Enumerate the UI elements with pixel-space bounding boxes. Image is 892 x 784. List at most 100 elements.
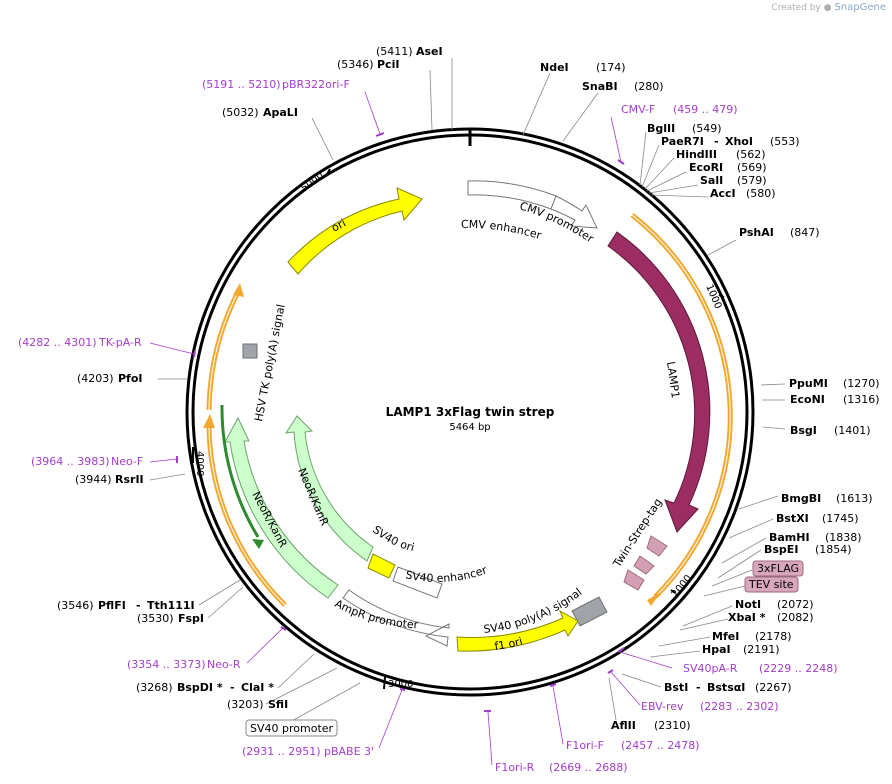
site-hindiii-pos: (562): [736, 148, 766, 161]
feature-sv40-enhancer: [392, 566, 443, 599]
orf-neor-green-arrowhead: [252, 539, 264, 549]
site-acci-name: AccI: [710, 187, 736, 200]
orf-neor-green-arrow: [220, 404, 260, 538]
label-cmv-enhancer: CMV enhancer: [461, 218, 543, 242]
feature-cmv-promoter: [550, 195, 598, 229]
site-pflfi-pos: (3546): [57, 599, 94, 612]
site-ndei-pos: (174): [596, 61, 626, 74]
label-sv40-enhancer-text: SV40 enhancer: [404, 563, 489, 585]
primer-pbr322ori-f-range: (5191 .. 5210): [202, 78, 281, 91]
site-pfoi-name: PfoI: [118, 372, 143, 385]
site-xbai-name: XbaI *: [728, 611, 766, 624]
feature-cmv-enhancer: [467, 180, 557, 210]
primer-cmv-f-name: CMV-F: [621, 103, 655, 116]
site-bglii-pos: (549): [692, 122, 722, 135]
site-rsrii-name: RsrII: [115, 473, 144, 486]
site-noti-pos: (2072): [777, 598, 814, 611]
site-bamhi-name: BamHI: [769, 531, 810, 544]
label-f1-ori: f1 ori: [494, 635, 524, 653]
site-bsgi-pos: (1401): [834, 424, 871, 437]
tick-label-4000: 4000: [194, 451, 205, 476]
feature-ampr-promoter: [342, 589, 450, 647]
site-bspdi-pos: (3268): [136, 681, 173, 694]
site-pshai-name: PshAI: [739, 226, 774, 239]
feature-tev-arrow: [623, 569, 645, 591]
site-apali-pos: (5032): [222, 106, 259, 119]
credit-prefix: Created by: [771, 3, 821, 13]
leader-lines: [149, 58, 786, 723]
site-apali-name: ApaLI: [263, 106, 298, 119]
feature-sv40-ori: [367, 553, 396, 579]
site-pflfi-sep: -: [136, 599, 141, 612]
site-bstxi-pos: (1745): [822, 512, 859, 525]
plasmid-length: 5464 bp: [449, 422, 490, 433]
backbone-outer: [185, 127, 755, 697]
site-asei-name: AseI: [416, 45, 443, 58]
site-acci-pos: (580): [746, 187, 776, 200]
site-bamhi-pos: (1838): [825, 531, 862, 544]
site-bsti-name: BstI: [664, 681, 688, 694]
site-pflfi-name: PflFI: [98, 599, 126, 612]
label-sv40-enhancer: SV40 enhancer: [404, 563, 489, 585]
primer-tkpa-r-range: (4282 .. 4301): [18, 336, 97, 349]
label-hsv-tk-polya: HSV TK poly(A) signal: [252, 303, 287, 422]
tag-3xflag-label: 3xFLAG: [757, 562, 799, 575]
primer-f1ori-f-name: F1ori-F: [566, 739, 604, 752]
primer-marks: [176, 132, 625, 712]
feature-hsv-tk-polya: [242, 343, 258, 359]
site-pcii-name: PciI: [377, 58, 399, 71]
site-snabi-name: SnaBI: [582, 80, 618, 93]
feature-twin-strep-tag: [646, 535, 668, 557]
primer-neo-f-name: Neo-F: [111, 455, 143, 468]
feature-f1-ori: [456, 609, 579, 652]
site-aflii-name: AflII: [611, 719, 636, 732]
feature-lamp1: [607, 231, 711, 533]
primer-leaders: [149, 91, 673, 766]
site-ecori-pos: (569): [737, 161, 767, 174]
site-ppumi-pos: (1270): [843, 377, 880, 390]
site-paer7i-name: PaeR7I: [661, 135, 704, 148]
site-bsti-sep: -: [696, 681, 701, 694]
primer-pbabe3-range: (2931 .. 2951): [242, 745, 321, 758]
site-mfei-name: MfeI: [712, 630, 739, 643]
site-mfei-pos: (2178): [755, 630, 792, 643]
tag-3xflag-box: [752, 560, 804, 577]
site-pshai-pos: (847): [790, 226, 820, 239]
label-sv40-ori-text: SV40 ori: [370, 523, 415, 554]
site-fspi-name: FspI: [178, 612, 204, 625]
orf-outline-lamp1-arrowhead: [647, 592, 661, 606]
primer-pbr322ori-f-name: pBR322ori-F: [282, 78, 350, 91]
site-sali-pos: (579): [737, 174, 767, 187]
label-ori: ori: [329, 216, 348, 234]
site-bmgbi-pos: (1613): [836, 492, 873, 505]
primer-tkpa-r-name: TK-pA-R: [98, 336, 142, 349]
tag-sv40-promoter-box: [245, 719, 338, 737]
site-bstxi-name: BstXI: [776, 512, 809, 525]
credit-brand: SnapGene: [834, 2, 886, 13]
label-ori-text: ori: [329, 216, 348, 234]
site-sali-name: SalI: [700, 174, 723, 187]
site-pfoi-pos: (4203): [77, 372, 114, 385]
snapgene-credit: Created by ● SnapGene: [771, 2, 886, 13]
primer-sv40pa-r-range: (2229 .. 2248): [759, 662, 838, 675]
site-xbai-pos: (2082): [777, 611, 814, 624]
site-hpai-name: HpaI: [702, 643, 731, 656]
site-hindiii-name: HindIII: [676, 148, 717, 161]
orf-outline-hsvtk-arrowhead: [233, 283, 244, 297]
primer-f1ori-r-range: (2669 .. 2688): [549, 761, 628, 774]
primer-neo-r-name: Neo-R: [207, 658, 241, 671]
primer-neo-f-range: (3964 .. 3983): [31, 455, 110, 468]
site-bstsai-name: BstsαI: [707, 681, 745, 694]
site-asei-pos: (5411): [376, 45, 413, 58]
site-sfii-pos: (3203): [227, 698, 264, 711]
tick-label-5000: 5000: [299, 170, 326, 194]
site-paer7i-pos: (553): [770, 135, 800, 148]
site-hpai-pos: (2191): [743, 643, 780, 656]
site-ndei-name: NdeI: [540, 61, 569, 74]
site-bsgi-name: BsgI: [790, 424, 817, 437]
feature-neor-outer: [224, 416, 339, 599]
site-aflii-pos: (2310): [654, 719, 691, 732]
feature-3xflag-arrow: [633, 555, 655, 575]
site-tth111i-name: Tth111I: [147, 599, 195, 612]
